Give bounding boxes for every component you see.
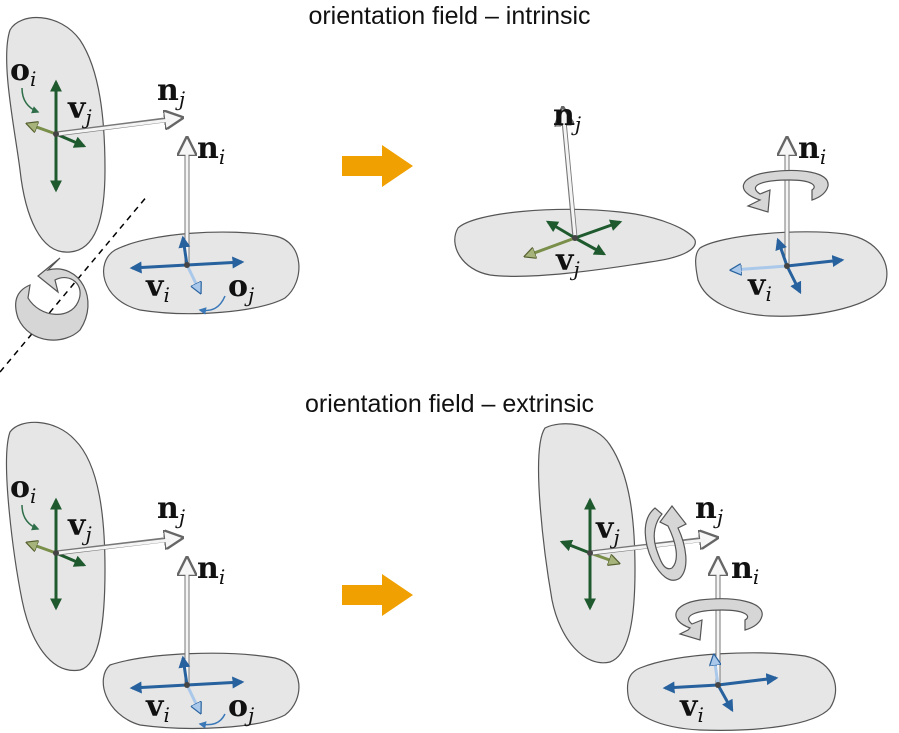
- tangent-vector-arrow: [178, 235, 191, 266]
- label-n-j: nj: [553, 98, 581, 136]
- orientation-arc-arrow: [198, 295, 226, 315]
- surface-patch-i: [626, 652, 837, 731]
- label-o-j: oj: [228, 689, 254, 727]
- transition-arrow-top: [342, 145, 413, 187]
- label-v-j: vj: [595, 511, 620, 549]
- tangent-vector-arrow: [185, 684, 200, 712]
- tangent-vector-arrow: [716, 684, 734, 713]
- surface-patch-j: [454, 208, 696, 277]
- frame-v-i: [732, 140, 845, 295]
- tangent-vector-arrow: [186, 676, 245, 689]
- label-o-i: oi: [10, 470, 36, 508]
- tangent-vector-arrow: [662, 681, 719, 694]
- label-n-j: nj: [157, 491, 185, 529]
- tangent-vector-arrow: [186, 256, 245, 269]
- bottom-right-configuration: vj nj ni vi: [538, 423, 837, 731]
- top-left-configuration: oi vj nj ni vi oj: [0, 17, 300, 373]
- orientation-arc-arrow: [21, 87, 40, 114]
- surface-patch-j: [538, 423, 636, 664]
- rotation-arrow-icon: [675, 598, 763, 641]
- label-v-i: vi: [145, 689, 170, 727]
- title-extrinsic: orientation field – extrinsic: [304, 390, 595, 418]
- label-v-i: vi: [679, 689, 704, 727]
- tangent-vector-arrow: [526, 236, 576, 256]
- bottom-left-configuration: oi vj nj ni vi oj: [5, 421, 300, 729]
- transition-arrow-bottom: [342, 574, 413, 616]
- tangent-vector-arrow: [129, 681, 188, 694]
- rotation-arrow-icon: [742, 169, 829, 213]
- frame-v-j: [28, 79, 180, 193]
- frame-v-i: [129, 560, 245, 712]
- label-n-i: ni: [197, 551, 225, 589]
- tangent-vector-arrow: [732, 266, 788, 270]
- orientation-arc-arrow: [198, 713, 226, 729]
- tangent-vector-arrow: [785, 265, 802, 295]
- title-intrinsic: orientation field – intrinsic: [308, 2, 591, 30]
- tangent-vector-arrow: [714, 656, 718, 686]
- surface-patch-i: [102, 231, 300, 315]
- tangent-vector-arrow: [775, 237, 789, 267]
- tangent-vector-arrow: [28, 124, 57, 136]
- label-v-i: vi: [145, 269, 170, 307]
- tangent-vector-arrow: [717, 673, 779, 687]
- label-n-i: ni: [798, 131, 826, 169]
- tangent-vector-arrow: [55, 132, 87, 148]
- tangent-vector-arrow: [129, 261, 188, 274]
- frame-v-i: [129, 140, 245, 292]
- label-n-j: nj: [157, 73, 185, 111]
- label-v-j: vj: [67, 91, 92, 129]
- frame-v-i: [662, 560, 779, 713]
- surface-patch-i: [102, 652, 300, 729]
- tangent-vector-arrow: [574, 219, 623, 240]
- frame-v-j: [28, 497, 180, 611]
- rotation-axis-line: [0, 194, 149, 373]
- tangent-vector-arrow: [559, 539, 591, 555]
- rotation-arrow-icon: [644, 505, 687, 581]
- tangent-vector-arrow: [786, 255, 845, 268]
- tangent-vector-arrow: [185, 264, 200, 292]
- rotation-arrow-icon: [15, 257, 89, 341]
- label-v-j: vj: [555, 243, 580, 281]
- label-o-j: oj: [228, 269, 254, 307]
- tangent-vector-arrow: [574, 236, 607, 256]
- label-v-i: vi: [747, 268, 772, 306]
- tangent-vector-arrow: [178, 655, 191, 686]
- tangent-vector-arrow: [545, 220, 576, 240]
- tangent-vector-arrow: [28, 543, 57, 555]
- tangent-vector-arrow: [55, 551, 87, 567]
- label-v-j: vj: [67, 508, 92, 546]
- label-n-j: nj: [695, 491, 723, 529]
- frame-v-j: [526, 110, 623, 256]
- orientation-arc-arrow: [21, 504, 40, 531]
- label-n-i: ni: [197, 131, 225, 169]
- label-o-i: oi: [10, 53, 36, 91]
- label-n-i: ni: [731, 551, 759, 589]
- top-right-configuration: nj vj ni vi: [454, 98, 888, 317]
